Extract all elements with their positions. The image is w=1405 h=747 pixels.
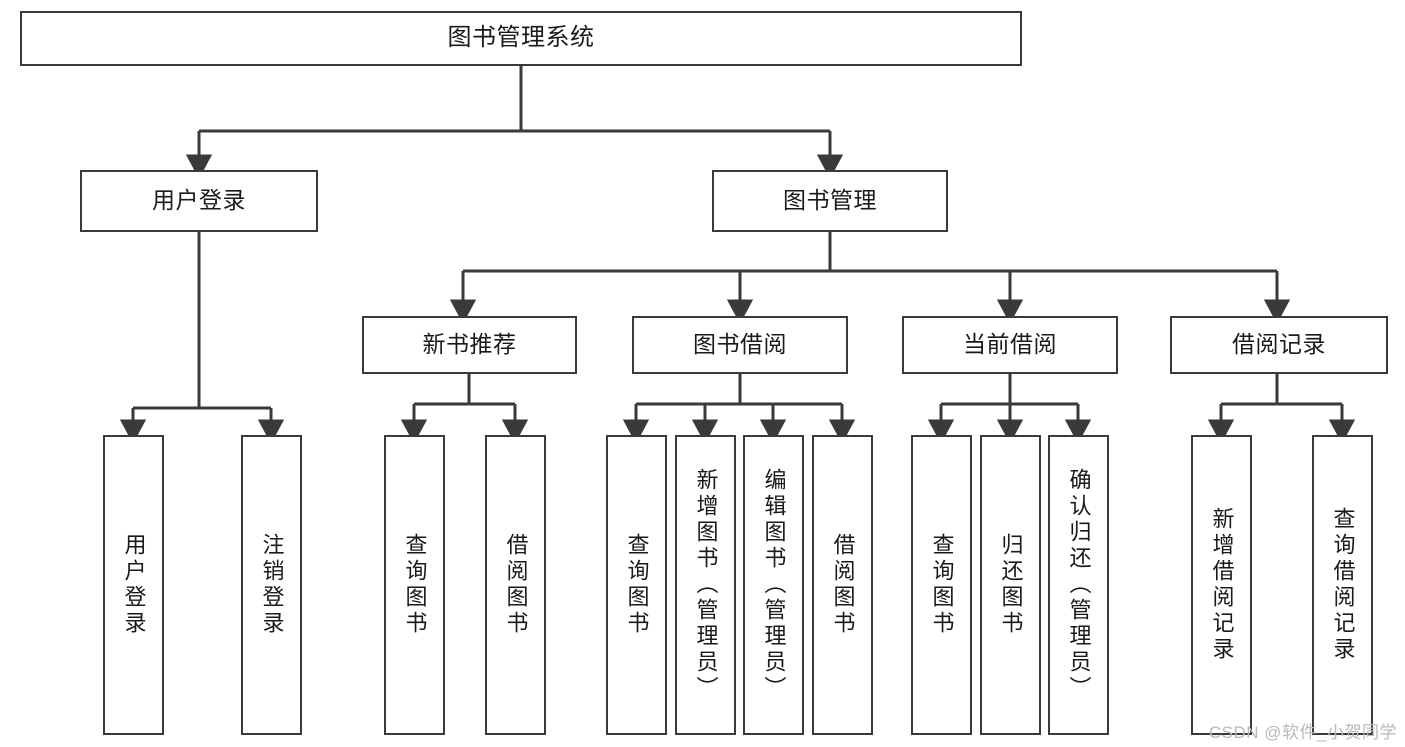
leaf-confirm-return-admin[interactable]: 确认归还（管理员） — [1048, 435, 1109, 735]
leaf-borrow-book[interactable]: 借阅图书 — [812, 435, 873, 735]
node-label: 图书管理 — [783, 187, 877, 214]
leaf-add-borrow-record[interactable]: 新增借阅记录 — [1191, 435, 1252, 735]
node-label: 用户登录 — [152, 187, 246, 214]
node-root-book-management-system[interactable]: 图书管理系统 — [20, 11, 1022, 66]
node-label: 借阅记录 — [1232, 331, 1326, 358]
node-user-login[interactable]: 用户登录 — [80, 170, 318, 232]
node-label: 图书管理系统 — [447, 24, 595, 52]
node-borrow-record[interactable]: 借阅记录 — [1170, 316, 1388, 374]
node-label: 借阅图书 — [830, 533, 856, 637]
node-label: 编辑图书（管理员） — [761, 468, 787, 702]
node-label: 查询图书 — [624, 533, 650, 637]
node-current-borrow[interactable]: 当前借阅 — [902, 316, 1118, 374]
node-label: 用户登录 — [121, 533, 147, 637]
leaf-query-book-current[interactable]: 查询图书 — [911, 435, 972, 735]
node-label: 借阅图书 — [503, 533, 529, 637]
node-label: 新增借阅记录 — [1209, 507, 1235, 663]
leaf-return-book[interactable]: 归还图书 — [980, 435, 1041, 735]
node-book-management[interactable]: 图书管理 — [712, 170, 948, 232]
node-label: 新书推荐 — [422, 331, 517, 358]
node-label: 图书借阅 — [693, 331, 787, 358]
leaf-add-book-admin[interactable]: 新增图书（管理员） — [675, 435, 736, 735]
leaf-query-borrow-record[interactable]: 查询借阅记录 — [1312, 435, 1373, 735]
leaf-logout[interactable]: 注销登录 — [241, 435, 302, 735]
leaf-query-book-recommend[interactable]: 查询图书 — [384, 435, 445, 735]
leaf-edit-book-admin[interactable]: 编辑图书（管理员） — [743, 435, 804, 735]
node-label: 注销登录 — [259, 533, 285, 637]
node-label: 查询借阅记录 — [1330, 507, 1356, 663]
node-label: 确认归还（管理员） — [1066, 468, 1092, 702]
node-label: 当前借阅 — [963, 331, 1057, 358]
node-new-book-recommend[interactable]: 新书推荐 — [362, 316, 577, 374]
leaf-user-login[interactable]: 用户登录 — [103, 435, 164, 735]
node-label: 查询图书 — [929, 533, 955, 637]
node-label: 归还图书 — [998, 533, 1024, 637]
leaf-borrow-book-recommend[interactable]: 借阅图书 — [485, 435, 546, 735]
node-label: 查询图书 — [402, 533, 428, 637]
node-label: 新增图书（管理员） — [693, 468, 719, 702]
node-book-borrow[interactable]: 图书借阅 — [632, 316, 848, 374]
leaf-query-book-borrow[interactable]: 查询图书 — [606, 435, 667, 735]
